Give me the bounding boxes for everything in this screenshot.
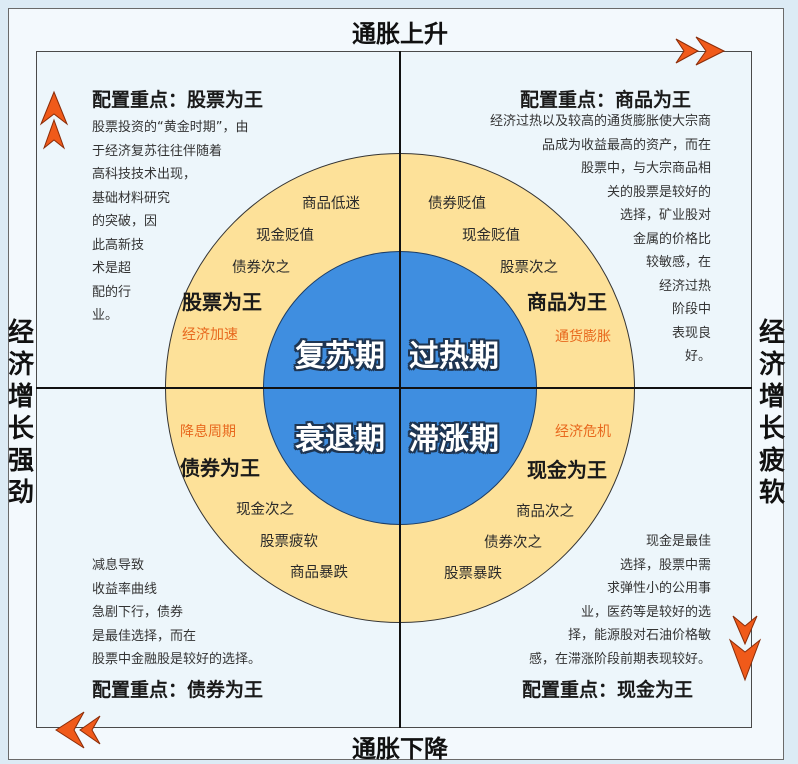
axis-char: 增 <box>758 382 785 412</box>
double-arrow-left-icon <box>55 711 101 749</box>
phase-stagflation: 滞涨期 <box>409 422 499 457</box>
description-line: 高科技技术出现， <box>92 167 197 182</box>
phase-recession: 衰退期 <box>295 422 385 457</box>
phase-overheat: 过热期 <box>409 339 499 374</box>
description-line: 关的股票是较好的 <box>606 184 711 200</box>
king-asset-label: 商品为王 <box>527 290 607 314</box>
double-arrow-down-icon <box>728 615 762 682</box>
theme-label: 经济危机 <box>555 424 611 440</box>
description-line: 减息导致 <box>92 558 145 573</box>
description-line: 感，在滞涨阶段前期表现较好。 <box>528 651 711 667</box>
description-line: 金属的价格比 <box>632 231 711 247</box>
ring-item: 股票次之 <box>500 260 558 276</box>
axis-char: 经 <box>758 318 785 348</box>
axis-inflation-falling: 通胀下降 <box>352 735 448 763</box>
description-line: 业。 <box>92 308 119 323</box>
description-line: 是最佳选择，而在 <box>92 628 197 644</box>
axis-char: 劲 <box>7 478 34 508</box>
ring-item: 债券次之 <box>484 535 542 551</box>
description-line: 业，医药等是较好的选 <box>580 604 711 620</box>
ring-item: 现金贬值 <box>462 228 520 244</box>
axis-char: 长 <box>758 414 785 444</box>
phase-recovery: 复苏期 <box>295 339 385 374</box>
focus-heading-cash: 配置重点：现金为王 <box>522 679 694 701</box>
description-overheat: 经济过热以及较高的通货膨胀使大宗商 品成为收益最高的资产，而在 股票中，与大宗商… <box>490 110 711 369</box>
ring-item: 现金次之 <box>236 502 294 518</box>
axis-char: 长 <box>7 414 34 444</box>
axis-inflation-rising: 通胀上升 <box>352 20 448 48</box>
axis-char: 经 <box>7 318 34 348</box>
axis-growth-strong: 经 济 增 长 强 劲 <box>6 317 36 509</box>
description-line: 经济过热以及较高的通货膨胀使大宗商 <box>489 114 711 129</box>
description-line: 选择，股票中需 <box>619 557 711 573</box>
description-recession: 减息导致 收益率曲线 急剧下行，债券 是最佳选择，而在 股票中金融股是较好的选择… <box>92 554 261 672</box>
description-line: 择，能源股对石油价格敏 <box>567 628 711 643</box>
ring-item: 商品低迷 <box>302 196 360 212</box>
description-line: 的突破，因 <box>92 214 158 229</box>
ring-item: 现金贬值 <box>256 228 314 244</box>
description-line: 此高新技 <box>92 237 145 253</box>
king-asset-label: 股票为王 <box>182 290 262 314</box>
description-line: 于经济复苏往往伴随着 <box>92 143 223 159</box>
ring-item: 商品次之 <box>516 504 574 520</box>
description-line: 基础材料研究 <box>92 190 171 206</box>
focus-heading-commodities: 配置重点：商品为王 <box>520 89 692 111</box>
description-line: 较敏感，在 <box>645 255 711 270</box>
king-asset-label: 债券为王 <box>180 456 260 480</box>
ring-item: 股票暴跌 <box>444 566 502 582</box>
ring-item: 债券次之 <box>232 260 290 276</box>
axis-char: 强 <box>7 446 34 476</box>
ring-item: 商品暴跌 <box>290 565 348 581</box>
description-line: 表现良 <box>671 325 711 341</box>
description-line: 配的行 <box>92 284 132 300</box>
theme-label: 通货膨胀 <box>555 329 611 345</box>
description-line: 术是超 <box>92 261 132 276</box>
axis-char: 软 <box>758 478 785 508</box>
description-line: 阶段中 <box>671 302 711 317</box>
king-asset-label: 现金为王 <box>527 458 607 482</box>
theme-label: 降息周期 <box>180 424 236 440</box>
description-line: 品成为收益最高的资产，而在 <box>541 137 711 153</box>
description-line: 经济过热 <box>658 278 711 294</box>
description-line: 现金是最佳 <box>645 534 711 549</box>
description-line: 急剧下行，债券 <box>92 605 184 620</box>
description-line: 选择，矿业股对 <box>619 208 711 223</box>
description-recovery: 股票投资的“黄金时期”，由 于经济复苏往往伴随着 高科技技术出现， 基础材料研究… <box>92 116 248 328</box>
description-line: 股票中金融股是较好的选择。 <box>92 652 262 667</box>
description-line: 股票中，与大宗商品相 <box>580 161 711 176</box>
description-line: 求弹性小的公用事 <box>606 581 711 596</box>
double-arrow-up-icon <box>39 90 69 150</box>
focus-heading-stocks: 配置重点：股票为王 <box>92 89 264 111</box>
description-stagflation: 现金是最佳 选择，股票中需 求弹性小的公用事 业，医药等是较好的选 择，能源股对… <box>529 530 711 671</box>
axis-char: 增 <box>7 382 34 412</box>
description-line: 收益率曲线 <box>92 581 158 597</box>
axis-char: 疲 <box>758 446 785 476</box>
description-line: 好。 <box>684 349 711 364</box>
growth-axis-line <box>36 387 752 389</box>
description-line: 股票投资的“黄金时期”，由 <box>92 120 249 135</box>
axis-char: 济 <box>758 350 785 380</box>
ring-item: 债券贬值 <box>428 196 486 212</box>
focus-heading-bonds: 配置重点：债券为王 <box>92 679 264 701</box>
ring-item: 股票疲软 <box>260 534 318 550</box>
double-arrow-right-icon <box>675 36 726 66</box>
axis-char: 济 <box>7 350 34 380</box>
inflation-axis-line <box>399 51 401 728</box>
theme-label: 经济加速 <box>182 327 238 343</box>
axis-growth-weak: 经 济 增 长 疲 软 <box>757 317 787 509</box>
